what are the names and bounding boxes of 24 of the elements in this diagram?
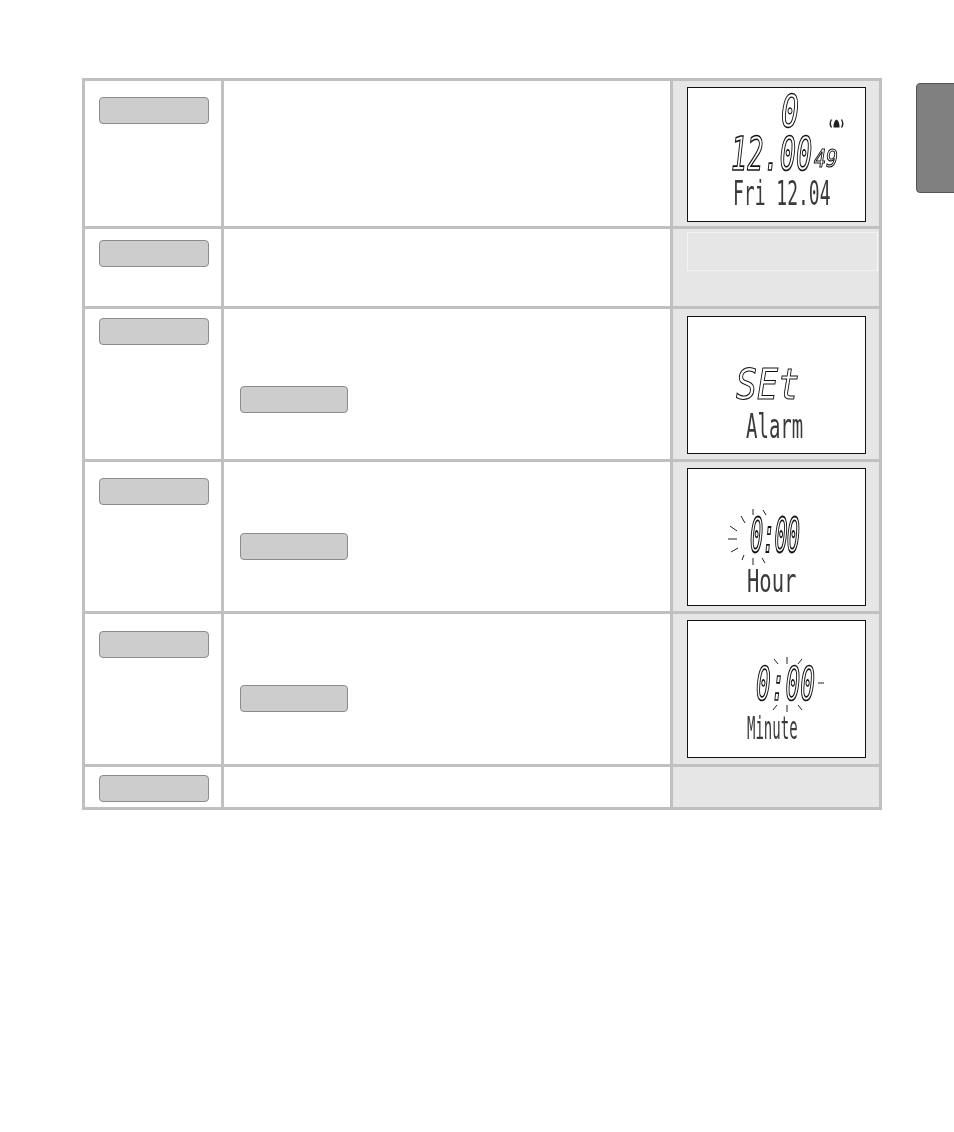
device-key [240, 533, 348, 560]
display-text: Hour [747, 568, 797, 595]
lcd-display [687, 468, 866, 606]
device-key [99, 97, 209, 124]
lcd-display [687, 316, 866, 454]
display-digits: 49 [814, 149, 839, 169]
lcd-display [687, 87, 866, 222]
display-text: Fri 12.04 [733, 181, 831, 208]
device-key [99, 631, 209, 658]
display-digits: 0:00 [756, 666, 815, 704]
display-digits: 0 [781, 95, 800, 131]
lcd-display [687, 620, 866, 758]
device-key [240, 685, 348, 712]
device-key [240, 386, 348, 413]
display-digits: 12.00 [731, 135, 813, 173]
device-key [99, 775, 209, 802]
display-text: Alarm [746, 413, 804, 441]
section-tab [916, 83, 954, 193]
display-digits: 0:00 [750, 517, 799, 556]
device-key [99, 240, 209, 267]
display-digits: SEt [736, 368, 800, 402]
display-text: Minute [747, 716, 798, 742]
device-key [99, 318, 209, 345]
device-key [99, 478, 209, 505]
